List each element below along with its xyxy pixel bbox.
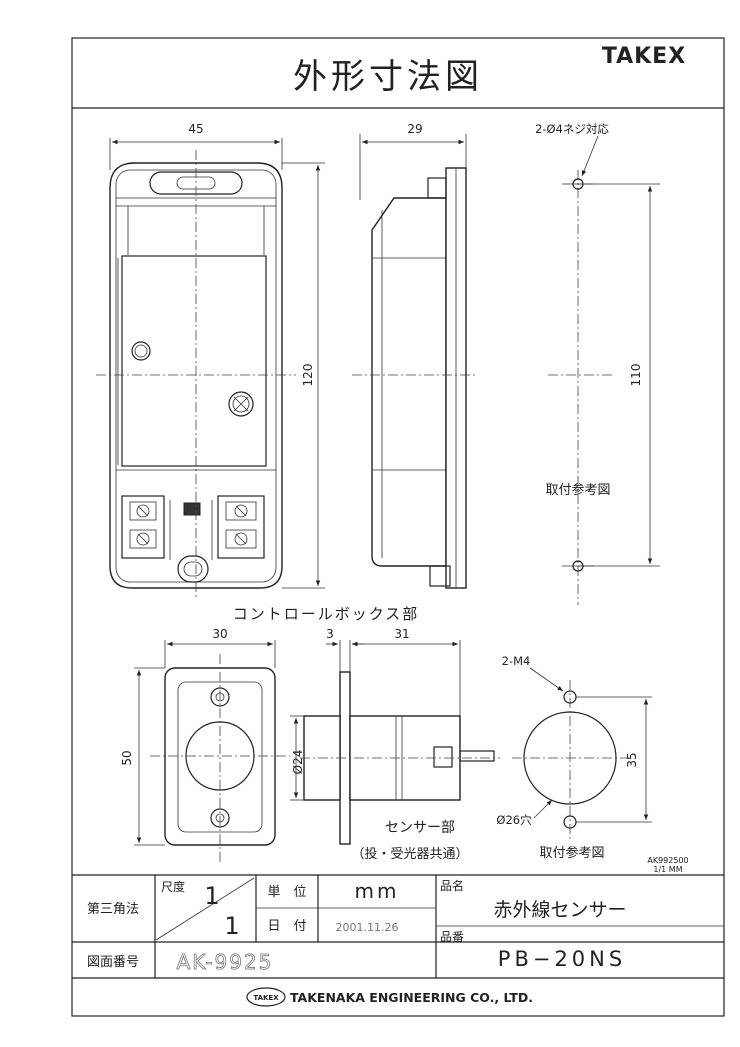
control-box-label: コントロールボックス部 [233,605,420,623]
scale-denominator: 1 [224,912,239,940]
product-number-label: 品番 [440,930,464,944]
unit-value: mm [355,879,400,903]
brand-logo: TAKEX [602,44,686,69]
sensor-mount-reference-label: 取付参考図 [539,845,604,861]
date-value: 2001.11.26 [336,921,399,934]
sheet-border [71,37,725,1017]
company-logo-emblem [246,987,286,1007]
date-label: 日 付 [267,919,306,934]
control-box-mount-reference: 110 2-Ø4ネジ対応 取付参考図 [535,122,660,605]
product-number: PB−20NS [498,947,626,971]
mount-reference-label: 取付参考図 [545,482,610,498]
product-name-label: 品名 [440,878,464,893]
dim-mount-spacing: 110 [629,364,643,387]
control-box-front-view: 45 120 [96,122,325,598]
sensor-hole-label: Ø26穴 [496,813,532,827]
projection-label: 第三角法 [87,902,139,917]
dim-side-depth: 29 [407,122,422,136]
dim-sensor-hole-spacing: 35 [625,752,639,767]
sheet-title: 外形寸法図 [293,57,483,97]
dim-sensor-width: 30 [212,627,227,641]
sensor-front-view: 30 50 [120,627,290,862]
control-box-side-view: 29 [352,122,476,589]
sensor-mount-reference: 35 2-M4 Ø26穴 取付参考図 [496,654,652,861]
sensor-side-view: 3 31 Ø24 センサー部 （投・受光器共通） [290,627,500,862]
title-block: 第三角法 尺度 1 1 単 位 mm 日 付 2001.11.26 品名 赤外線… [72,874,724,1007]
company-logo-text: TAKEX [253,994,279,1002]
dim-sensor-depth: 31 [394,627,409,641]
company-name: TAKENAKA ENGINEERING CO., LTD. [290,990,533,1005]
drawing-code: AK992500 [647,856,688,865]
mount-hole-label: 2-Ø4ネジ対応 [535,122,609,136]
dim-sensor-diameter: Ø24 [291,750,305,775]
drawing-number-label: 図面番号 [87,955,139,970]
dim-sensor-height: 50 [120,750,134,765]
dim-height: 120 [301,364,315,387]
scale-numerator: 1 [204,882,219,910]
unit-label: 単 位 [267,884,306,900]
drawing-scale-note: 1/1 MM [653,865,682,874]
dim-sensor-plate: 3 [326,627,334,641]
sensor-common-label: （投・受光器共通） [351,846,468,862]
drawing-number: AK-9925 [177,950,274,974]
dim-front-width: 45 [188,122,203,136]
product-name: 赤外線センサー [493,899,626,921]
scale-label: 尺度 [161,879,185,894]
sensor-screw-label: 2-M4 [502,654,531,668]
sensor-part-label: センサー部 [385,820,455,836]
